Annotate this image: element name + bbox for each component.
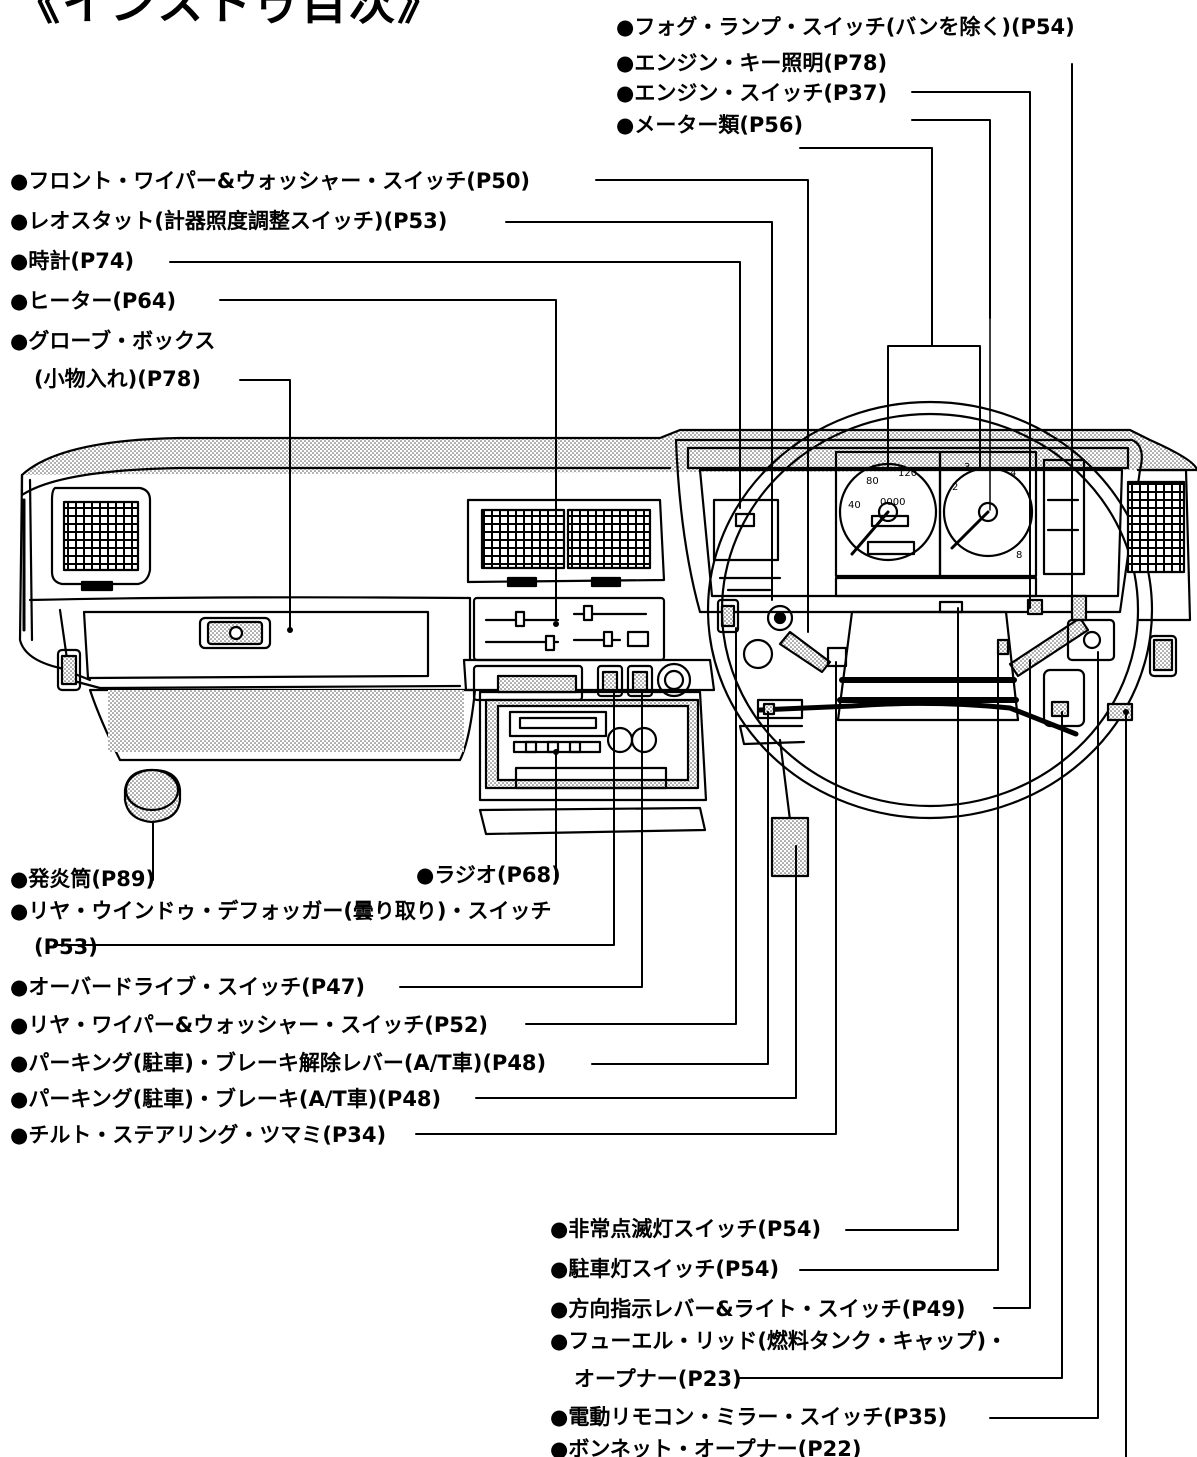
tach-4-text: 4	[1010, 468, 1016, 479]
label-rear-defogger: ●リヤ・ウインドゥ・デフォッガー(曇り取り)・スイッチ	[10, 899, 552, 923]
label-parking-light-switch: ●駐車灯スイッチ(P54)	[550, 1257, 780, 1281]
leader-meters	[799, 147, 933, 471]
leader-heater	[219, 299, 557, 621]
center-vent-left	[480, 508, 566, 570]
odometer-text: 0000	[880, 497, 905, 508]
left-vent-housing	[50, 486, 152, 586]
center-stack	[478, 690, 708, 802]
leader-rheostat	[505, 221, 773, 601]
right-vent-grille	[1126, 480, 1186, 574]
label-radio: ●ラジオ(P68)	[416, 863, 561, 887]
wiper-stalk	[778, 630, 832, 674]
leader-engine-key-light	[911, 91, 1031, 609]
label-hazard-switch: ●非常点滅灯スイッチ(P54)	[550, 1217, 822, 1241]
speed-40-text: 40	[848, 500, 861, 511]
label-fuel-lid: ●フューエル・リッド(燃料タンク・キャップ)・	[550, 1329, 1008, 1353]
heater-control-panel	[472, 596, 666, 662]
label-engine-switch: ●エンジン・スイッチ(P37)	[616, 81, 888, 105]
label-rear-defogger-page: (P53)	[34, 935, 98, 959]
label-front-wiper-switch: ●フロント・ワイパー&ウォッシャー・スイッチ(P50)	[10, 169, 531, 193]
center-vent-housing	[466, 498, 666, 584]
leader-parking-light	[799, 649, 999, 1271]
label-glove-box-sub: (小物入れ)(P78)	[34, 367, 202, 391]
defogger-switch	[596, 664, 624, 698]
leader-fuel-lid	[739, 711, 1063, 1379]
label-mirror-switch: ●電動リモコン・ミラー・スイッチ(P35)	[550, 1405, 948, 1429]
label-glove-box: ●グローブ・ボックス	[10, 329, 216, 353]
center-vent-right	[566, 508, 652, 570]
leader-parking-brake-release	[591, 711, 769, 1065]
leader-hazard	[845, 607, 959, 1231]
label-parking-brake-release: ●パーキング(駐車)・ブレーキ解除レバー(A/T車)(P48)	[10, 1051, 547, 1075]
label-turn-signal-lever: ●方向指示レバー&ライト・スイッチ(P49)	[550, 1297, 966, 1321]
label-tilt-steering: ●チルト・ステアリング・ツマミ(P34)	[10, 1123, 387, 1147]
overdrive-switch	[626, 664, 654, 698]
page-title: 《インストゥ目次》	[14, 0, 446, 30]
mirror-switch-panel	[1066, 618, 1116, 662]
speed-120-text: 120	[898, 468, 917, 479]
leader-front-wiper	[595, 179, 809, 633]
leader-mirror-switch	[989, 651, 1099, 1419]
label-bonnet-opener: ●ボンネット・オープナー(P22)	[550, 1437, 862, 1457]
tachometer	[938, 450, 1038, 578]
label-flare: ●発炎筒(P89)	[10, 867, 156, 891]
leader-rear-wiper	[525, 627, 737, 1025]
label-engine-key-light: ●エンジン・キー照明(P78)	[616, 51, 888, 75]
leader-tilt-steering	[415, 661, 837, 1135]
leader-rear-defogger	[53, 689, 615, 946]
label-fuel-lid-opener: オープナー(P23)	[574, 1367, 742, 1391]
glove-box-door	[82, 610, 430, 680]
tach-2-text: 2	[952, 482, 958, 493]
leader-turn-signal	[993, 659, 1031, 1309]
tach-3-text: 3	[964, 462, 970, 473]
lower-panel	[88, 688, 477, 762]
turn-signal-stalk	[1008, 616, 1090, 678]
label-meters: ●メーター類(P56)	[616, 113, 804, 137]
label-rheostat: ●レオスタット(計器照度調整スイッチ)(P53)	[10, 209, 448, 233]
steering-wheel	[706, 400, 1154, 820]
left-vent-grille	[62, 500, 140, 572]
leader-parking-brake	[475, 845, 797, 1099]
flare-canister	[123, 768, 182, 824]
leader-engine-switch	[911, 119, 991, 319]
leader-clock	[169, 261, 741, 509]
tach-8-text: 8	[1016, 550, 1022, 561]
dash-left-end	[18, 473, 92, 682]
leader-glove-box	[239, 379, 291, 629]
label-fog-lamp-switch: ●フォグ・ランプ・スイッチ(バンを除く)(P54)	[616, 15, 1075, 39]
leader-overdrive	[399, 689, 643, 988]
parking-brake-pedal	[770, 738, 810, 878]
ignition-switch	[766, 604, 794, 632]
label-overdrive-switch: ●オーバードライブ・スイッチ(P47)	[10, 975, 365, 999]
radio-unit	[508, 710, 658, 754]
meter-hood	[674, 438, 1143, 614]
label-clock: ●時計(P74)	[10, 249, 135, 273]
label-rear-wiper-switch: ●リヤ・ワイパー&ウォッシャー・スイッチ(P52)	[10, 1013, 489, 1037]
label-heater: ●ヒーター(P64)	[10, 289, 177, 313]
label-parking-brake: ●パーキング(駐車)・ブレーキ(A/T車)(P48)	[10, 1087, 442, 1111]
speed-80-text: 80	[866, 476, 879, 487]
